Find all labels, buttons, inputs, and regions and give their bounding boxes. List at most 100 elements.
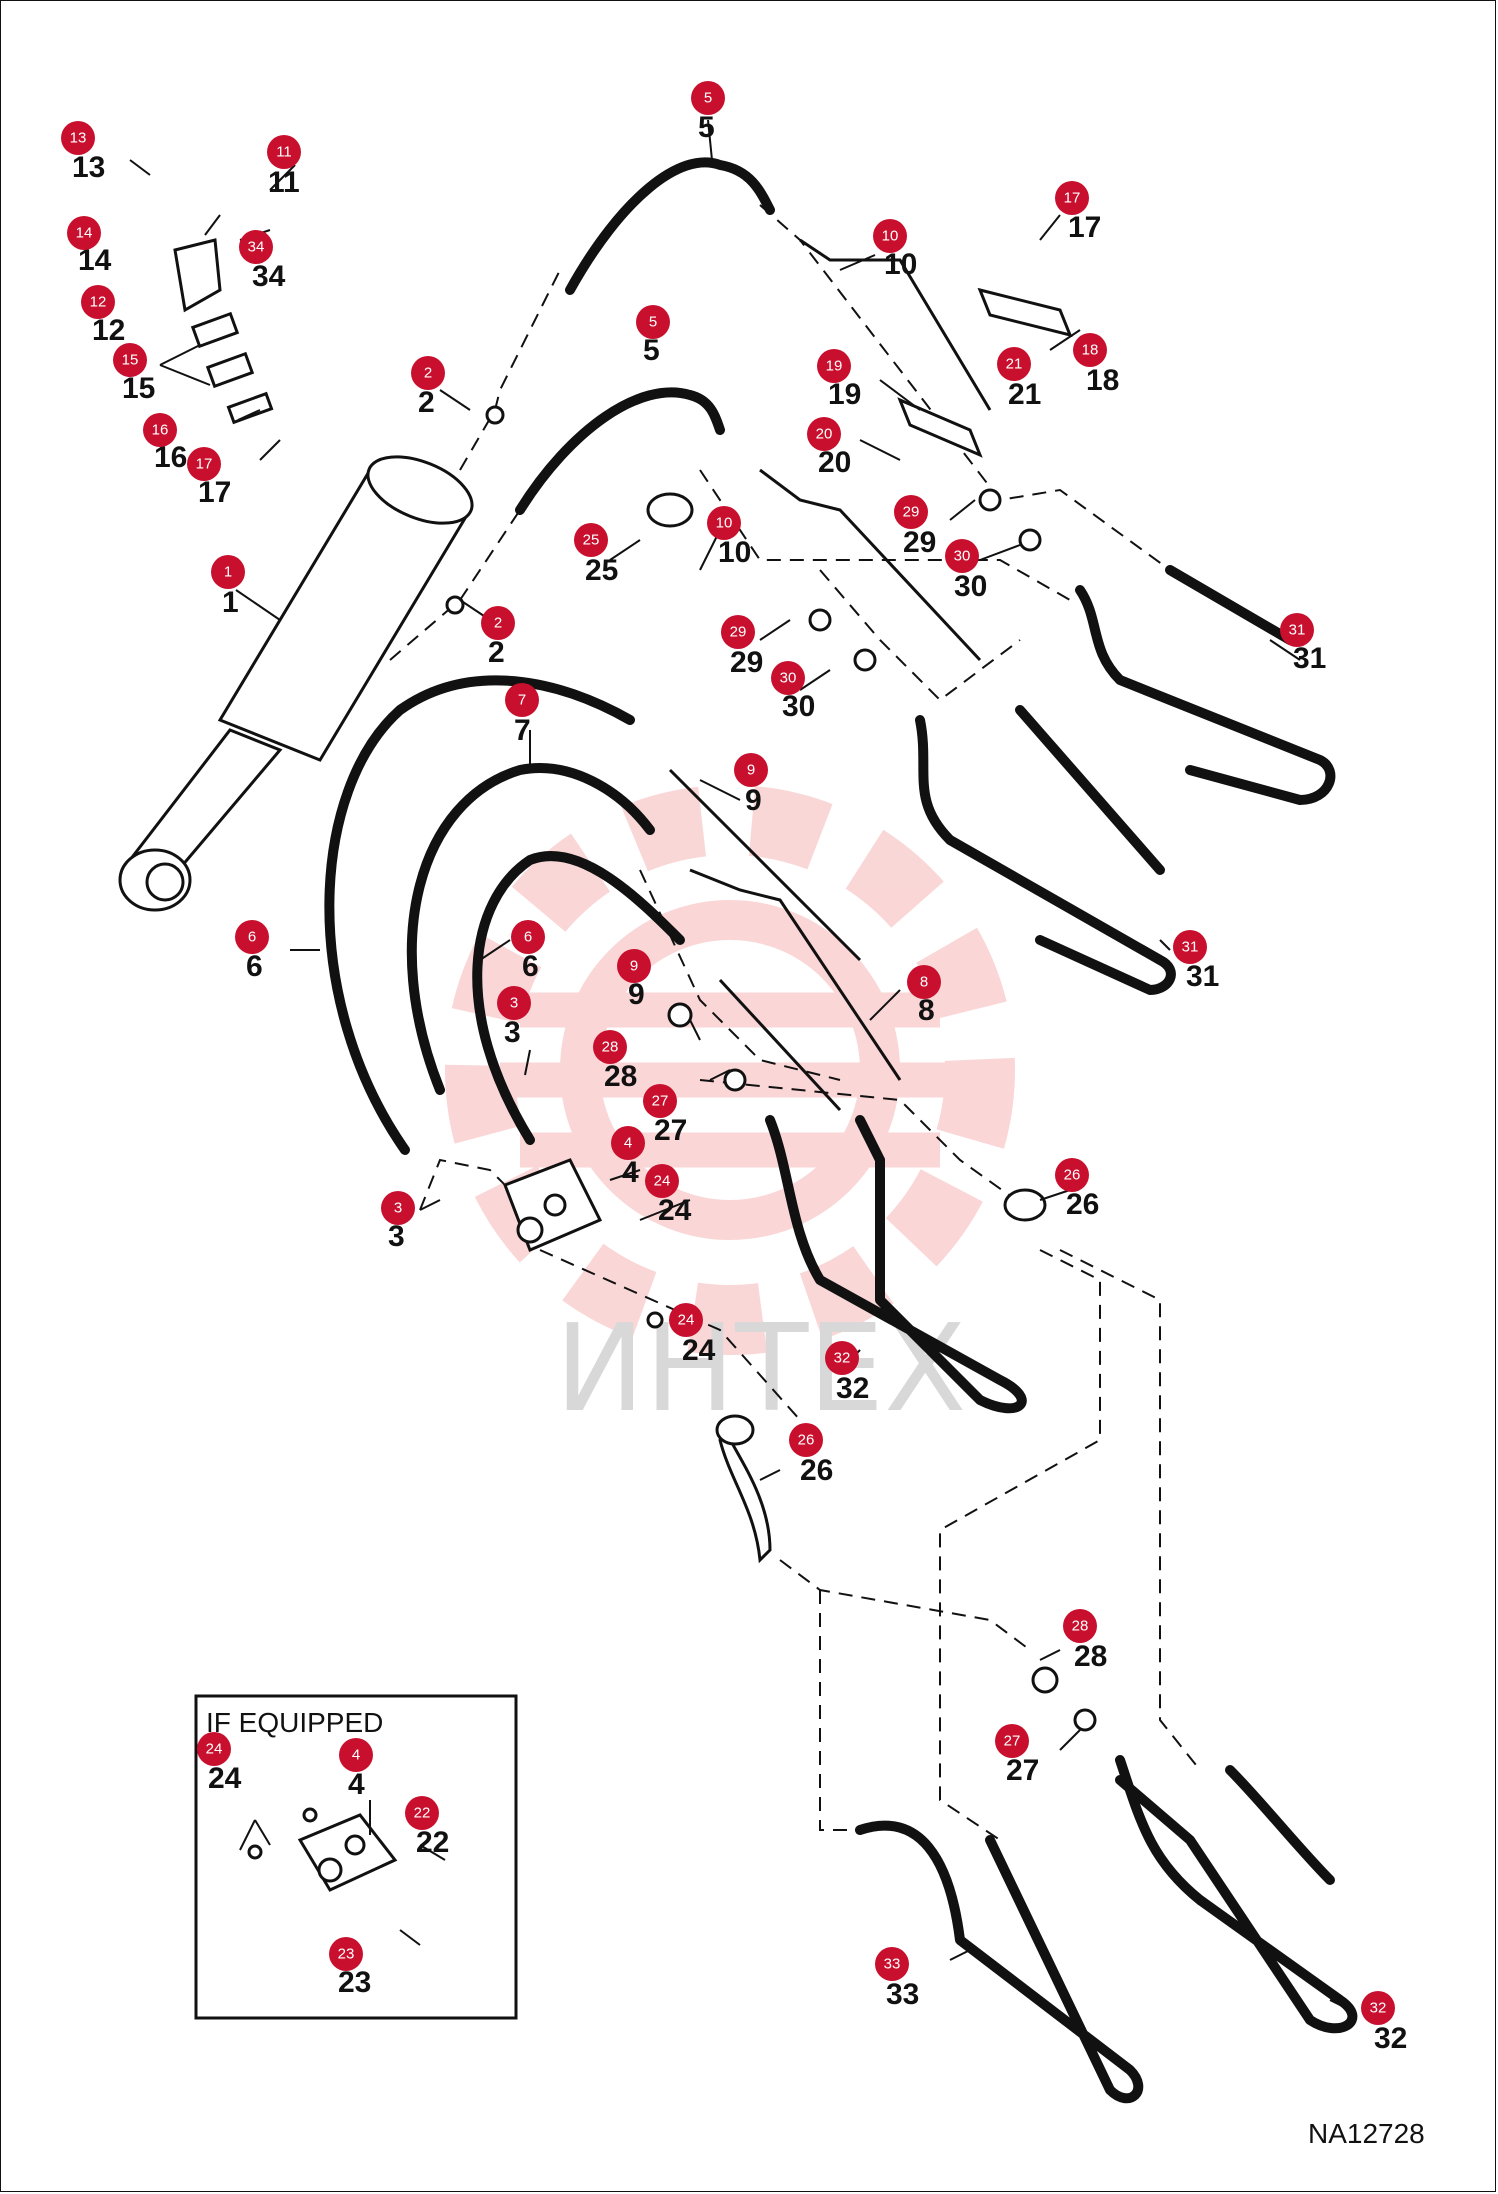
part-number-label: 21 (1008, 378, 1041, 411)
callout-badge-text: 27 (652, 1093, 669, 1110)
callout-badge (1173, 930, 1207, 964)
callout-badge-text: 20 (816, 426, 833, 443)
callout-badge (505, 683, 539, 717)
callout-badge-text: 26 (798, 1432, 815, 1449)
part-number-label: 23 (338, 1966, 371, 1999)
callout-badge (267, 135, 301, 169)
callout-7: 77 (505, 683, 539, 747)
callout-badge (61, 121, 95, 155)
callout-badge-text: 11 (276, 144, 292, 161)
part-number-label: 28 (1074, 1640, 1107, 1673)
callout-badge-text: 29 (730, 624, 747, 641)
callout-badge (945, 539, 979, 573)
part-number-label: 19 (828, 378, 861, 411)
callout-badge (807, 417, 841, 451)
part-number-label: 24 (658, 1194, 692, 1227)
callout-badge-text: 9 (630, 958, 638, 975)
callout-badge-text: 7 (518, 692, 526, 709)
callout-badge-text: 31 (1289, 622, 1306, 639)
callout-badge-text: 10 (716, 515, 733, 532)
callout-badge (789, 1423, 823, 1457)
part-number-label: 17 (198, 476, 231, 509)
callout-3: 33 (497, 986, 531, 1049)
callout-badge-text: 17 (196, 456, 213, 473)
part-number-label: 6 (522, 950, 539, 983)
callout-badge (574, 523, 608, 557)
part-number-label: 11 (268, 166, 300, 199)
callout-badge (81, 285, 115, 319)
callout-badge-text: 17 (1064, 190, 1081, 207)
callout-badge (617, 949, 651, 983)
callout-badge-text: 4 (352, 1747, 360, 1764)
part-number-label: 13 (72, 151, 105, 184)
callout-badge (707, 506, 741, 540)
callout-3b: 33 (381, 1191, 415, 1253)
hoses (324, 157, 1358, 2104)
callout-badge (235, 920, 269, 954)
gear-watermark-icon (445, 785, 1015, 1355)
part-number-label: 25 (585, 554, 618, 587)
part-number-label: 27 (654, 1114, 687, 1147)
part-number-label: 9 (628, 978, 645, 1011)
callout-2b: 22 (481, 606, 515, 669)
part-number-label: 1 (222, 586, 239, 619)
part-number-label: 5 (698, 111, 715, 144)
part-number-label: 29 (903, 526, 936, 559)
callout-badge-text: 1 (224, 564, 232, 581)
part-number-label: 30 (782, 690, 815, 723)
part-number-label: 24 (208, 1762, 242, 1795)
part-number-label: 15 (122, 372, 155, 405)
callout-8: 88 (907, 965, 941, 1027)
callout-badge (734, 753, 768, 787)
callout-9b: 99 (617, 949, 651, 1011)
callout-badge (339, 1738, 373, 1772)
callout-2: 22 (411, 356, 445, 419)
callout-badge-text: 22 (414, 1805, 431, 1822)
callout-badge-text: 8 (920, 974, 928, 991)
callout-badge (669, 1303, 703, 1337)
callout-badge-text: 5 (649, 314, 657, 331)
part-number-label: 4 (348, 1768, 365, 1801)
callout-badge-text: 3 (510, 995, 518, 1012)
callout-6: 66 (235, 920, 269, 983)
callout-badge (1063, 1609, 1097, 1643)
callout-5b: 55 (636, 305, 670, 367)
callout-badge-text: 2 (494, 615, 502, 632)
hydraulic-cylinder (118, 455, 474, 912)
part-number-label: 6 (246, 950, 263, 983)
part-number-label: 29 (730, 646, 763, 679)
reference-code: NA12728 (1308, 2118, 1425, 2149)
callout-badge-text: 24 (678, 1312, 695, 1329)
callout-5: 55 (691, 81, 725, 144)
callout-badge (211, 555, 245, 589)
callout-badge (197, 1732, 231, 1766)
callout-badge-text: 33 (884, 1956, 901, 1973)
callout-badge (1055, 1158, 1089, 1192)
part-number-label: 32 (836, 1372, 869, 1405)
part-number-label: 4 (622, 1156, 639, 1189)
callout-badge-text: 6 (524, 929, 532, 946)
